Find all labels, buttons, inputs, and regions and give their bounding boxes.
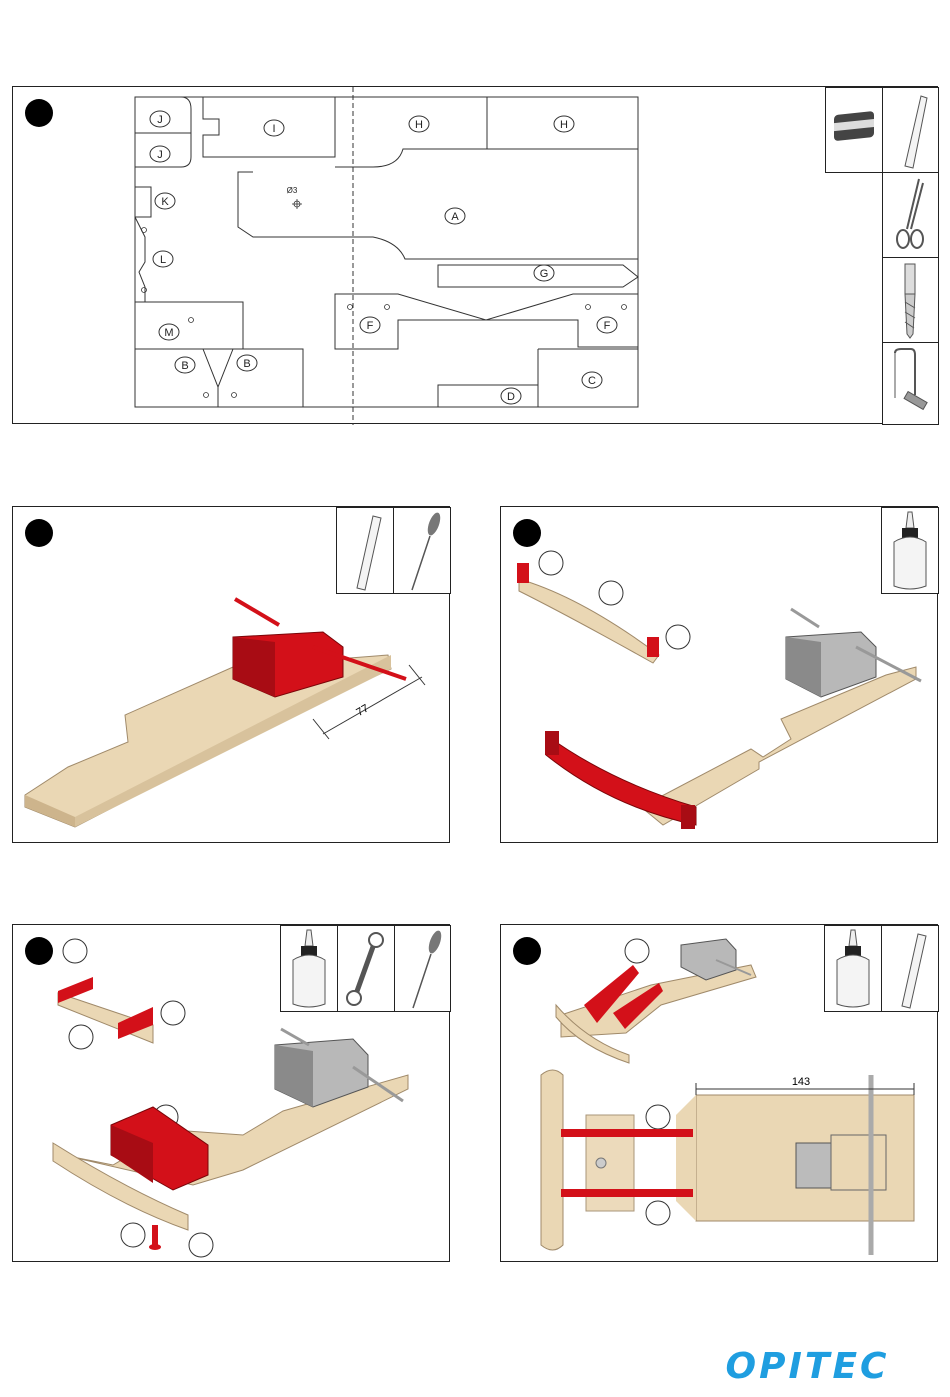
scissors-icon [883,173,938,257]
logo-text: OPITEC [700,1346,915,1388]
file-icon [882,926,938,1012]
part-label: F [367,320,374,332]
part-label: A [451,211,459,223]
part-label: B [181,360,188,372]
tool-box-file [882,87,939,173]
tool-box-wrench [337,925,395,1012]
dimension-label: 143 [792,1076,810,1088]
tool-box-screwdriver [394,925,451,1012]
step-panel-4 [12,924,450,1262]
axle-assembly-illustration [501,507,939,844]
tool-box-drill-bit [882,257,939,343]
step-panel-2: 77 [12,506,450,843]
tool-box-screwdriver [393,507,451,594]
part-label: K [161,196,169,208]
part-label: L [160,254,166,266]
hole-diameter-label: Ø3 [287,186,298,195]
tool-box-file [881,925,939,1012]
tool-box-glue [824,925,882,1012]
drill-bit-icon [883,258,938,342]
tool-box-sandpaper [825,87,883,173]
step-panel-5: 143 [500,924,938,1262]
sandpaper-icon [826,88,882,172]
step-panel-3 [500,506,938,843]
part-label: D [507,391,515,403]
glue-bottle-icon [825,926,881,1012]
tool-box-file [336,507,394,594]
file-icon [883,88,938,172]
dimension-label: 77 [354,702,371,719]
part-label: J [157,149,163,161]
part-label: G [540,268,549,280]
tool-box-coping-saw [882,342,939,425]
glue-bottle-icon [882,508,938,594]
part-label: H [415,119,423,131]
glue-bottle-icon [281,926,337,1012]
wrench-icon [338,926,394,1012]
part-label: M [164,327,173,339]
screwdriver-icon [394,508,450,594]
cutting-template: J J I H H K A L G M F F B B C D Ø3 [13,87,939,425]
opitec-logo: OPITEC [700,1346,915,1388]
step-panel-1: J J I H H K A L G M F F B B C D Ø3 [12,86,938,424]
part-label: C [588,375,596,387]
part-label: I [272,123,275,135]
tool-box-glue [280,925,338,1012]
screwdriver-icon [395,926,450,1012]
part-label: B [243,358,250,370]
tool-box-glue [881,507,939,594]
part-label: F [604,320,611,332]
part-label: H [560,119,568,131]
tool-box-scissors [882,172,939,258]
coping-saw-icon [883,343,938,425]
file-icon [337,508,393,594]
part-label: J [157,114,163,126]
